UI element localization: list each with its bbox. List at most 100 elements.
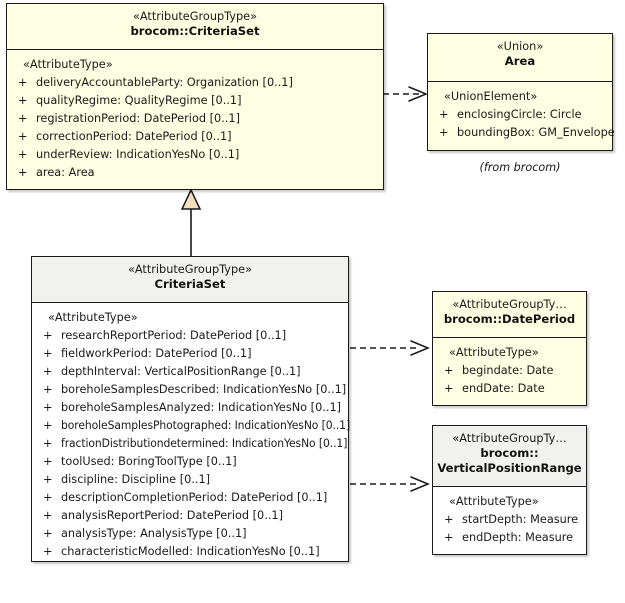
attribute-row: + depthInterval: VerticalPositionRange [0… [32, 363, 348, 381]
class-box-verticalpositionrange[interactable]: «AttributeGroupTy… brocom:: VerticalPosi… [432, 425, 587, 555]
attribute-row: +correctionPeriod: DatePeriod [0..1] [7, 128, 383, 146]
class-stereotype: «Union» [496, 40, 544, 53]
attribute-visibility: + [43, 509, 53, 522]
attribute-row: + fieldworkPeriod: DatePeriod [0..1] [32, 345, 348, 363]
attribute-label: endDate: Date [462, 382, 545, 395]
class-header-brocom-criteriaset: «AttributeGroupType» brocom::CriteriaSet [7, 4, 383, 50]
attribute-label: boreholeSamplesDescribed: IndicationYesN… [61, 383, 347, 396]
class-stereotype: «AttributeGroupType» [132, 10, 258, 23]
dependency-criteriaset-to-dateperiod [350, 340, 430, 356]
attribute-group-stereotype: «AttributeType» [449, 495, 539, 508]
attribute-label: toolUsed: BoringToolType [0..1] [61, 455, 237, 468]
attribute-label: endDepth: Measure [462, 531, 574, 544]
class-name: brocom::DatePeriod [443, 312, 576, 326]
attribute-label: begindate: Date [462, 364, 554, 377]
attribute-label: discipline: Discipline [0..1] [61, 473, 211, 486]
class-box-dateperiod[interactable]: «AttributeGroupTy… brocom::DatePeriod «A… [432, 291, 587, 406]
class-attributes-compartment: «AttributeType» + startDepth: Measure + en… [433, 487, 586, 553]
attribute-label: underReview: IndicationYesNo [0..1] [36, 148, 240, 161]
class-box-criteriaset[interactable]: «AttributeGroupType» CriteriaSet «Attrib… [31, 256, 350, 562]
attribute-visibility: + [439, 126, 449, 139]
attribute-row: + endDate: Date [433, 380, 586, 398]
attribute-label: descriptionCompletionPeriod: DatePeriod … [61, 491, 328, 504]
class-header-area: «Union» Area [428, 34, 612, 82]
attribute-visibility: + [43, 329, 53, 342]
attribute-visibility: + [18, 76, 28, 89]
attribute-group-stereotype: «AttributeType» [23, 58, 113, 71]
class-attributes-compartment: «AttributeType» + researchReportPeriod: D… [32, 303, 351, 567]
attribute-visibility: + [18, 112, 28, 125]
class-attributes-compartment: «AttributeType» + begindate: Date + endDat… [433, 338, 586, 404]
attribute-label: researchReportPeriod: DatePeriod [0..1] [61, 329, 287, 342]
class-stereotype: «AttributeGroupType» [127, 263, 253, 276]
class-stereotype: «AttributeGroupTy… [452, 298, 567, 311]
attribute-label: enclosingCircle: Circle [457, 108, 582, 121]
attribute-label: fieldworkPeriod: DatePeriod [0..1] [61, 347, 252, 360]
package-origin-note: (from brocom) [479, 161, 561, 174]
attribute-row: + qualityRegime: QualityRegime [0..1] [7, 92, 383, 110]
attribute-row: + boreholeSamplesAnalyzed: IndicationYesN… [32, 399, 348, 417]
attribute-row: +analysisReportPeriod: DatePeriod [0..1] [32, 507, 348, 525]
attribute-visibility: + [18, 166, 28, 179]
class-attributes-compartment: «UnionElement» +enclosingCircle: Circle … [428, 82, 615, 148]
attribute-visibility: + [43, 401, 53, 414]
attribute-row: + boundingBox: GM_Envelope [428, 124, 615, 142]
class-header-dateperiod: «AttributeGroupTy… brocom::DatePeriod [433, 292, 586, 338]
attribute-visibility: + [444, 364, 454, 377]
attribute-visibility: + [18, 94, 28, 107]
attribute-label: boreholeSamplesAnalyzed: IndicationYesNo… [61, 401, 342, 414]
attribute-row: + researchReportPeriod: DatePeriod [0..1] [32, 327, 348, 345]
attribute-visibility: + [444, 531, 454, 544]
attribute-visibility: + [43, 347, 53, 360]
attribute-visibility: + [444, 382, 454, 395]
attribute-label: qualityRegime: QualityRegime [0..1] [36, 94, 242, 107]
class-box-brocom-criteriaset[interactable]: «AttributeGroupType» brocom::CriteriaSet… [6, 3, 384, 190]
dependency-criteriaset-to-verticalpositionrange [350, 476, 430, 492]
class-name-continued: VerticalPositionRange [437, 461, 582, 475]
attribute-label: boreholeSamplesPhotographed: IndicationY… [61, 419, 351, 432]
attribute-group-stereotype: «AttributeType» [48, 311, 138, 324]
attribute-row: + fractionDistributiondetermined: Indicat… [32, 435, 348, 453]
attribute-label: area: Area [36, 166, 95, 179]
attribute-label: registrationPeriod: DatePeriod [0..1] [36, 112, 240, 125]
attribute-row: + toolUsed: BoringToolType [0..1] [32, 453, 348, 471]
attribute-row: +analysisType: AnalysisType [0..1] [32, 525, 348, 543]
attribute-visibility: + [43, 545, 53, 558]
attribute-label: fractionDistributiondetermined: Indicati… [61, 437, 348, 450]
attribute-visibility: + [43, 365, 53, 378]
attribute-visibility: + [18, 148, 28, 161]
attribute-row: + discipline: Discipline [0..1] [32, 471, 348, 489]
attribute-visibility: + [43, 419, 53, 432]
class-name: Area [504, 54, 536, 68]
attribute-group-stereotype: «AttributeType» [449, 346, 539, 359]
attribute-label: startDepth: Measure [462, 513, 579, 526]
class-stereotype: «AttributeGroupTy… [452, 432, 567, 445]
attribute-visibility: + [444, 513, 454, 526]
attribute-label: analysisType: AnalysisType [0..1] [61, 527, 247, 540]
attribute-row: + boreholeSamplesDescribed: IndicationYes… [32, 381, 348, 399]
attribute-row: + boreholeSamplesPhotographed: Indication… [32, 417, 351, 435]
attribute-row: + enclosingCircle: Circle [428, 106, 612, 124]
class-name: brocom:: [480, 446, 539, 460]
class-header-verticalpositionrange: «AttributeGroupTy… brocom:: VerticalPosi… [433, 426, 586, 487]
class-name: brocom::CriteriaSet [130, 24, 260, 38]
attribute-label: deliveryAccountableParty: Organization [… [36, 76, 293, 89]
attribute-label: characteristicModelled: IndicationYesNo … [61, 545, 320, 558]
class-name: CriteriaSet [154, 277, 226, 291]
class-box-area[interactable]: «Union» Area «UnionElement» + enclosingCi… [427, 33, 615, 151]
attribute-row: + registrationPeriod: DatePeriod [0..1] [7, 110, 383, 128]
attribute-row: + area: Area [7, 164, 383, 182]
attribute-label: boundingBox: GM_Envelope [457, 126, 615, 139]
attribute-row: +descriptionCompletionPeriod: DatePeriod… [32, 489, 348, 507]
attribute-group-stereotype: «UnionElement» [444, 90, 538, 103]
attribute-visibility: + [43, 455, 53, 468]
attribute-visibility: + [43, 383, 53, 396]
class-attributes-compartment: «AttributeType» + deliveryAccountablePart… [7, 50, 383, 188]
attribute-row: + startDepth: Measure [433, 511, 586, 529]
attribute-label: depthInterval: VerticalPositionRange [0.… [61, 365, 301, 378]
attribute-visibility: + [439, 108, 449, 121]
attribute-visibility: + [43, 473, 53, 486]
attribute-visibility: + [18, 130, 28, 143]
attribute-visibility: + [43, 437, 53, 450]
